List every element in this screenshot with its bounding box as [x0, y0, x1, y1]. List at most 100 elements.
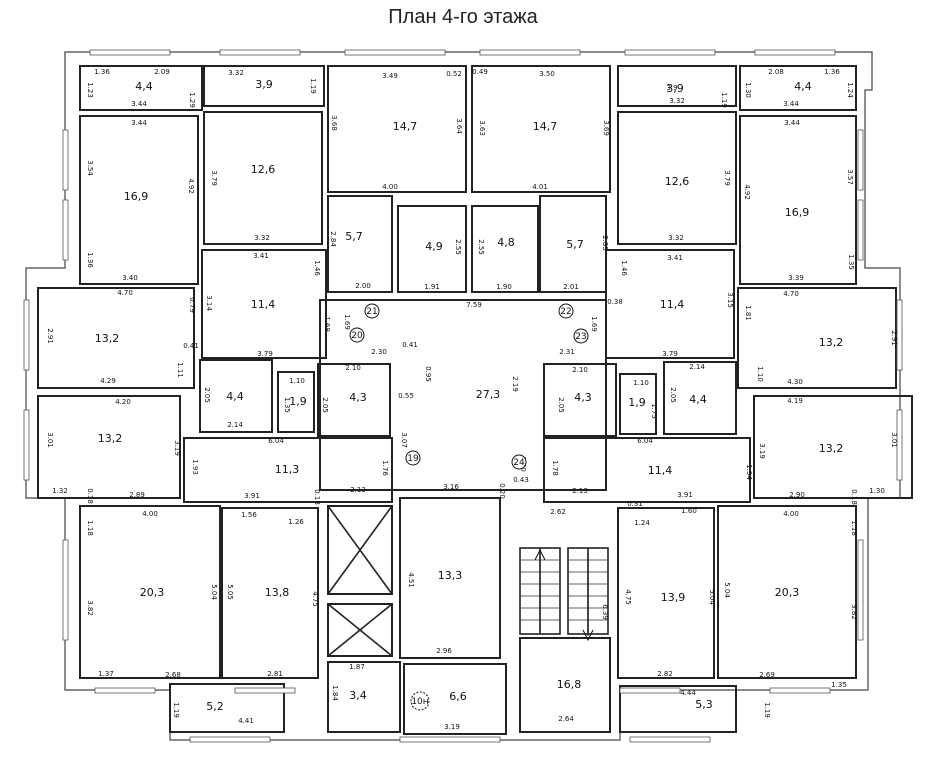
- dimension-label: 4.19: [787, 397, 803, 405]
- room-area-label: 12,6: [665, 175, 690, 188]
- dimension-label: 0.55: [398, 392, 414, 400]
- dimension-label: 3.40: [122, 274, 138, 282]
- dimension-label: 2.14: [689, 363, 705, 371]
- room-area-label: 5,3: [695, 698, 713, 711]
- svg-text:19: 19: [407, 454, 419, 464]
- dimension-label: 2.30: [371, 348, 387, 356]
- dimension-label: 3.57: [846, 169, 854, 185]
- dimension-label: 2.05: [557, 397, 565, 413]
- room: [327, 661, 401, 733]
- dimension-label: 3.39: [788, 274, 804, 282]
- svg-text:10н: 10н: [411, 697, 428, 707]
- room: [201, 249, 327, 359]
- dimension-label: 1.37: [98, 670, 114, 678]
- dimension-label: 0.95: [424, 366, 432, 382]
- window: [23, 409, 30, 481]
- dimension-label: 2.13: [350, 486, 366, 494]
- window: [479, 49, 581, 56]
- dimension-label: 2.19: [511, 376, 519, 392]
- dimension-label: 1.18: [86, 520, 94, 536]
- room-area-label: 20,3: [140, 586, 165, 599]
- dimension-label: 1.18: [850, 520, 858, 536]
- dimension-label: 1.26: [288, 518, 304, 526]
- dimension-label: 0.52: [446, 70, 462, 78]
- dimension-label: 0.18: [86, 488, 94, 504]
- dimension-label: 2.69: [759, 671, 775, 679]
- room-area-label: 1,9: [289, 395, 307, 408]
- dimension-label: 6.04: [268, 437, 284, 445]
- room-area-label: 4,9: [425, 240, 443, 253]
- dimension-label: 4.70: [783, 290, 799, 298]
- dimension-label: 0.20: [498, 483, 506, 499]
- window: [619, 687, 681, 694]
- room-area-label: 5,7: [345, 230, 363, 243]
- dimension-label: 3.07: [400, 432, 408, 448]
- dimension-label: 2.62: [550, 508, 566, 516]
- dimension-label: 1.36: [94, 68, 110, 76]
- page-title: План 4-го этажа: [388, 6, 538, 28]
- room-area-label: 5,2: [206, 700, 224, 713]
- dimension-label: 2.00: [355, 282, 371, 290]
- dimension-label: 3.44: [783, 100, 799, 108]
- window: [344, 49, 446, 56]
- dimension-label: 1.23: [86, 82, 94, 98]
- dimension-label: 3.44: [131, 100, 147, 108]
- room: [543, 437, 751, 503]
- dimension-label: 1.36: [824, 68, 840, 76]
- window: [896, 409, 903, 481]
- dimension-label: 0.31: [627, 500, 643, 508]
- dimension-label: 1.19: [720, 92, 728, 108]
- dimension-label: 5.04: [723, 582, 731, 598]
- dimension-label: 1.36: [86, 252, 94, 268]
- room-area-label: 4,4: [794, 80, 812, 93]
- window: [857, 539, 864, 641]
- dimension-label: 4.70: [117, 289, 133, 297]
- window: [769, 687, 831, 694]
- room-number-marker: 22: [558, 303, 574, 319]
- dimension-label: 2.05: [321, 397, 329, 413]
- room: [717, 505, 857, 679]
- dimension-label: 2.10: [572, 366, 588, 374]
- room: [79, 65, 203, 111]
- dimension-label: 3.49: [382, 72, 398, 80]
- dimension-label: 1.24: [634, 519, 650, 527]
- room-area-label: 14,7: [393, 120, 418, 133]
- dimension-label: 3.82: [86, 600, 94, 616]
- room-number-marker: 20: [349, 327, 365, 343]
- dimension-label: 3.32: [669, 97, 685, 105]
- dimension-label: 2.82: [657, 670, 673, 678]
- dimension-label: 1.10: [756, 366, 764, 382]
- dimension-label: 3.82: [850, 604, 858, 620]
- dimension-label: 1.46: [313, 260, 321, 276]
- room-area-label: 4,8: [497, 236, 515, 249]
- window: [629, 736, 711, 743]
- dimension-label: 2.08: [768, 68, 784, 76]
- dimension-label: 2.91: [46, 328, 54, 344]
- window: [399, 736, 501, 743]
- room: [79, 115, 199, 285]
- svg-text:21: 21: [366, 307, 377, 317]
- dimension-label: 2.91: [890, 330, 898, 346]
- dimension-label: 6.39: [601, 604, 609, 620]
- room: [317, 363, 391, 437]
- dimension-label: 2.68: [165, 671, 181, 679]
- window: [896, 299, 903, 371]
- dimension-label: 3.91: [677, 491, 693, 499]
- dimension-label: 3.63: [478, 120, 486, 136]
- room-area-label: 4,4: [135, 80, 153, 93]
- dimension-label: 4.01: [532, 183, 548, 191]
- room: [617, 65, 737, 107]
- dimension-label: 2.05: [669, 387, 677, 403]
- dimension-label: 5.04: [708, 589, 716, 605]
- room: [619, 685, 737, 733]
- dimension-label: 3.19: [173, 440, 181, 456]
- dimension-label: 1.60: [681, 507, 697, 515]
- room-area-label: 5,7: [566, 238, 584, 251]
- window: [624, 49, 716, 56]
- dimension-label: 2.81: [267, 670, 283, 678]
- svg-text:24: 24: [513, 458, 525, 468]
- dimension-label: 3.19: [444, 723, 460, 731]
- dimension-label: 0.49: [472, 68, 488, 76]
- room: [737, 287, 897, 389]
- dimension-label: 7.59: [466, 301, 482, 309]
